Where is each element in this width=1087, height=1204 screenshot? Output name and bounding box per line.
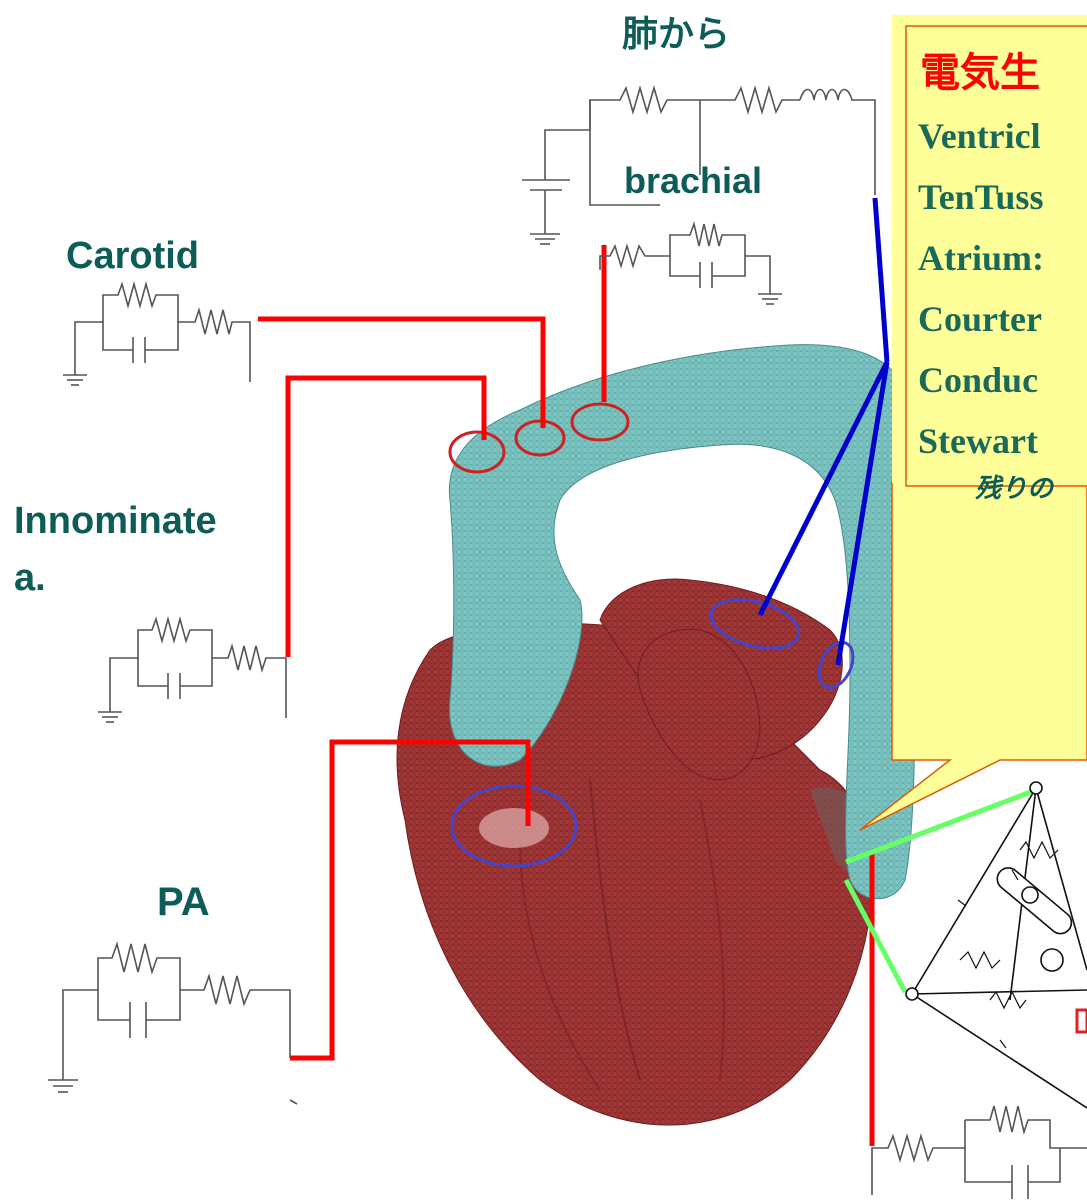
lower-circuit [872,1106,1087,1199]
node-top [1030,782,1042,794]
callout-line-5: Conduc [918,360,1038,400]
label-brachial: brachial [624,160,762,201]
callout: 電気生 Ventricl TenTuss Atrium: Courter Con… [860,15,1087,830]
label-carotid: Carotid [66,235,199,277]
label-pa: PA [157,880,210,924]
node-left [906,988,918,1000]
callout-title: 電気生 [920,50,1040,96]
brachial-circuit [600,224,782,304]
carotid-wire [258,319,543,428]
callout-line-3: Atrium: [918,238,1044,278]
innominate-circuit [98,619,286,722]
label-innominate-a: a. [14,557,46,599]
label-innominate: Innominate [14,500,217,542]
pa-circuit [48,944,297,1104]
callout-footnote: 残りの [975,474,1055,504]
callout-line-2: TenTuss [918,177,1043,217]
callout-line-1: Ventricl [918,116,1041,156]
label-from-lung: 肺から [622,13,730,54]
callout-line-6: Stewart [918,421,1038,461]
carotid-circuit [63,284,250,385]
callout-line-4: Courter [918,299,1042,339]
